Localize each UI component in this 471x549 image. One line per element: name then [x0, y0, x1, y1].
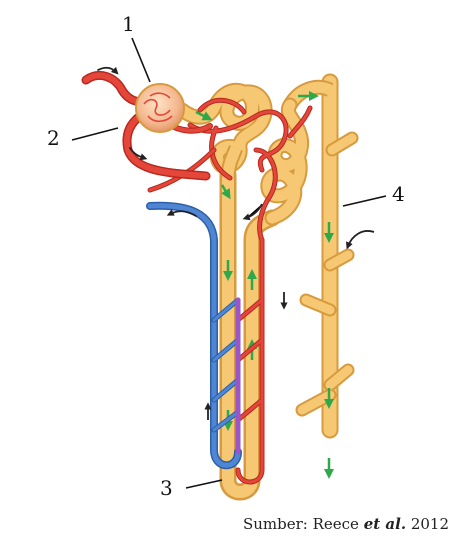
caption-suffix: 2012 — [406, 515, 449, 533]
callout-1: 1 — [122, 12, 135, 36]
callout-4: 4 — [392, 182, 405, 206]
leader-line-4 — [342, 195, 387, 207]
convoluted-tubules — [174, 82, 309, 226]
callout-3: 3 — [160, 476, 173, 500]
venule-vasa-recta — [146, 201, 242, 470]
collecting-duct — [283, 73, 375, 479]
glomerulus — [135, 83, 185, 133]
leader-line-1 — [131, 37, 151, 83]
callout-2: 2 — [47, 126, 60, 150]
leader-line-2 — [71, 127, 119, 141]
leader-lines — [71, 37, 387, 489]
leader-line-3 — [185, 479, 223, 489]
source-caption: Sumber: Reece et al. 2012 — [243, 515, 449, 533]
caption-emphasis: et al. — [363, 515, 407, 533]
caption-prefix: Sumber: Reece — [242, 515, 364, 533]
peritubular-capillaries — [147, 97, 313, 485]
loop-of-henle — [219, 166, 281, 501]
flow-arrows — [204, 203, 288, 420]
